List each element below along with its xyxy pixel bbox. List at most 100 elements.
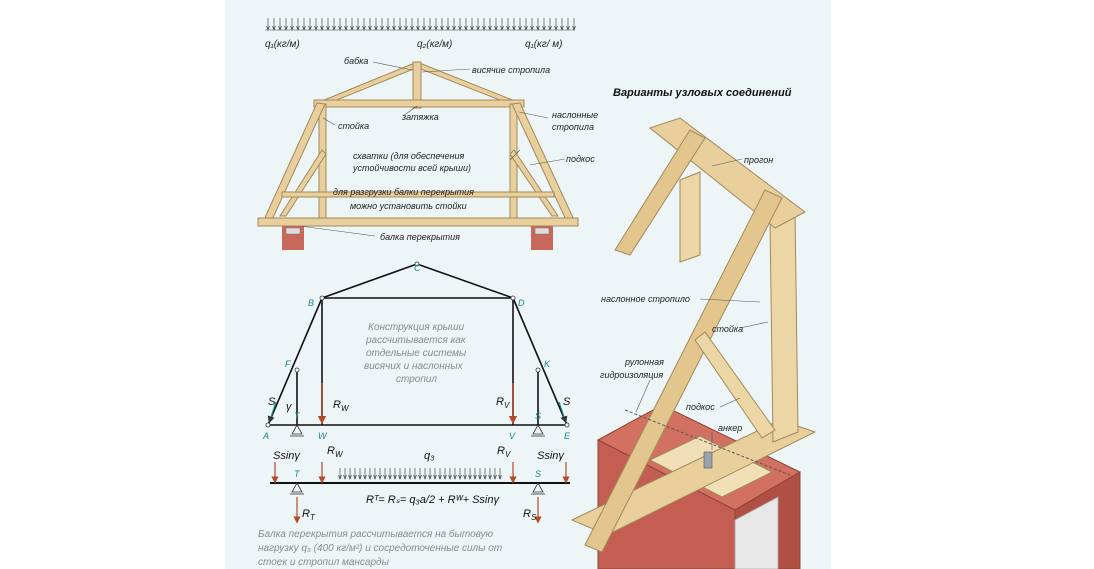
label-sloped-rafters-2: стропила (552, 122, 594, 132)
load-q1-right: q₁(кг/ м) (525, 39, 562, 50)
post-3d (769, 209, 799, 443)
bolt-left (285, 227, 301, 235)
node-b: B (308, 298, 314, 308)
bottom-note: Балка перекрытия рассчитывается на бытов… (258, 528, 502, 568)
label-rs: RS (523, 508, 537, 522)
label-post: стойка (338, 121, 369, 131)
beam-load-arrow-head (488, 474, 492, 480)
beam-load-arrow-head (353, 474, 357, 480)
beam-formula: Rᵀ= Rₛ= q₃a/2 + Rᵂ+ Ssinγ (366, 494, 500, 506)
node-a: A (262, 431, 269, 441)
scheme-note-line-5: стропил (396, 374, 437, 385)
beam-node-t: T (294, 469, 301, 479)
bolt-right (534, 227, 550, 235)
arrow-s-left (267, 401, 277, 424)
beam-load-arrow-head (373, 474, 377, 480)
right-title: Варианты узловых соединений (613, 87, 792, 99)
node-w: W (318, 431, 328, 441)
beam-load-arrow-head (383, 474, 387, 480)
label-roll-1: рулонная (624, 357, 664, 367)
anchor-bolt (703, 451, 713, 469)
node-v: V (509, 431, 516, 441)
beam-load-arrow-head (418, 474, 422, 480)
scheme-note-line-4: висячих и наслонных (364, 361, 464, 372)
beam-load-arrow-head (358, 474, 362, 480)
label-sloped-rafter: наслонное стропило (601, 294, 690, 304)
beam-load-arrow-head (448, 474, 452, 480)
beam-load-arrow-head (393, 474, 397, 480)
label-hanging-rafters: висячие стропила (472, 65, 550, 75)
beam-load-arrow-head (403, 474, 407, 480)
joint-illustration (570, 117, 817, 569)
scheme-note: Конструкция крыши рассчитывается как отд… (364, 322, 467, 385)
bottom-note-line-1: Балка перекрытия рассчитывается на бытов… (258, 528, 494, 540)
label-posts-note-2: можно установить стойки (350, 201, 467, 211)
concrete-block (734, 496, 779, 569)
beam-node-s: S (535, 469, 541, 479)
label-roll-2: гидроизоляция (600, 370, 663, 380)
beam-load-arrow-head (443, 474, 447, 480)
label-posts-note-1: для разгрузки балки перекрытия (333, 187, 474, 197)
node-f: F (285, 359, 291, 369)
label-post-3d: стойка (712, 324, 743, 334)
label-sloped-rafters-1: наслонные (552, 110, 598, 120)
label-floor-beam: балка перекрытия (380, 232, 460, 242)
label-tie: затяжка (401, 112, 439, 122)
label-clamps-1: схватки (для обеспечения (353, 151, 464, 161)
node-c: C (414, 263, 421, 273)
beam-load-arrow-head (368, 474, 372, 480)
upper-post-3d (679, 171, 701, 263)
beam-load-arrow-head (428, 474, 432, 480)
beam-load-arrow-head (463, 474, 467, 480)
roll-waterproofing (624, 409, 791, 476)
beam-load-arrow-head (433, 474, 437, 480)
truss-joints (265, 261, 570, 428)
beam-load-arrow-head (468, 474, 472, 480)
label-ssin-right: Ssinγ (537, 450, 565, 462)
right-leaders (635, 158, 769, 450)
label-ssin-left: Ssinγ (273, 450, 301, 462)
beam-load-arrow-head (483, 474, 487, 480)
scheme-note-line-3: отдельные системы (366, 348, 467, 359)
node-e: E (564, 431, 571, 441)
brace-3d (694, 331, 776, 439)
label-rv-beam: RV (497, 445, 511, 459)
label-q3: q₃ (424, 450, 435, 462)
label-babka: бабка (344, 56, 368, 66)
beam-load-arrow-head (438, 474, 442, 480)
node-t: T (294, 411, 301, 421)
force-rv: RV (496, 396, 510, 410)
label-rw-beam: RW (327, 445, 344, 459)
beam-load-arrow-head (388, 474, 392, 480)
label-purlin: прогон (744, 155, 773, 165)
load-arrows (266, 18, 576, 31)
beam-load-arrow-head (348, 474, 352, 480)
beam-load-arrows (338, 468, 502, 480)
node-d: D (518, 298, 525, 308)
beam-load-arrow-head (338, 474, 342, 480)
sloped-rafter-3d (584, 189, 783, 553)
label-clamps-2: устойчивости всей крыши) (352, 163, 471, 173)
label-brace-3d: подкос (686, 402, 715, 412)
beam-load-arrow-head (378, 474, 382, 480)
beam-load-arrow-head (398, 474, 402, 480)
label-brace: подкос (566, 154, 595, 164)
hanging-rafter-3d (614, 129, 706, 256)
beam-load-arrow-head (363, 474, 367, 480)
beam-load-arrow-head (423, 474, 427, 480)
node-k: K (544, 359, 551, 369)
beam-load-arrow-head (493, 474, 497, 480)
bottom-note-line-2: нагрузку q₃ (400 кг/м²) и сосредоточенны… (258, 543, 502, 554)
force-rw: RW (333, 399, 350, 413)
beam-load-arrow-head (413, 474, 417, 480)
scheme-supports (290, 424, 545, 437)
scheme-note-line-2: рассчитывается как (365, 335, 467, 346)
bottom-note-line-3: стоек и стропил мансарды (258, 557, 390, 568)
node-s: S (535, 411, 541, 421)
beam-load-arrow-head (458, 474, 462, 480)
scheme-note-line-1: Конструкция крыши (368, 322, 464, 333)
mansard-frame (257, 61, 579, 227)
load-q2: q₂(кг/м) (417, 39, 452, 50)
